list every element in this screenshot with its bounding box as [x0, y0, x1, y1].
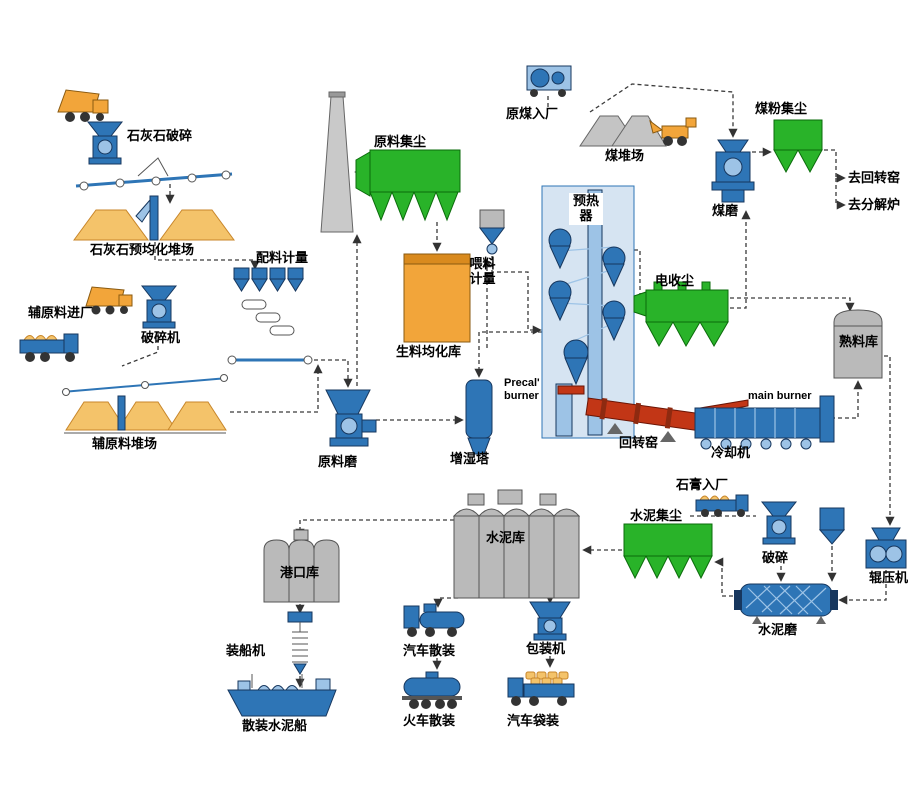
label-feed-metering: 喂料计量	[469, 256, 496, 286]
label-rotary-kiln: 回转窑	[619, 435, 659, 450]
label-batching-metering: 配料计量	[256, 250, 309, 265]
label-coal-mill: 煤磨	[712, 203, 739, 218]
label-bulk-cement-ship: 散装水泥船	[242, 718, 308, 733]
surge-bin	[818, 507, 846, 545]
cement-silo-group	[452, 489, 581, 599]
coal-mill	[711, 139, 755, 203]
limestone-crusher	[86, 121, 124, 165]
coal-unloader	[526, 65, 572, 97]
label-coal-yard: 煤堆场	[605, 148, 645, 163]
coal-dust-collector	[773, 119, 823, 174]
label-port-silo: 港口库	[280, 565, 320, 580]
label-cooler: 冷却机	[711, 445, 751, 460]
label-limestone-crushing: 石灰石破碎	[127, 128, 193, 143]
batching-station	[227, 267, 313, 365]
bag-truck	[507, 671, 575, 706]
aux-crusher	[140, 285, 178, 329]
label-aux-material-yard: 辅原料堆场	[92, 436, 158, 451]
label-cement-dust-collector: 水泥集尘	[630, 508, 683, 523]
cement-dust-collector	[623, 523, 713, 580]
label-train-bulk-loading: 火车散装	[403, 713, 456, 728]
raw-mill	[325, 389, 377, 447]
label-truck-bulk-loading: 汽车散装	[403, 643, 456, 658]
limestone-dump-truck	[57, 89, 109, 122]
flow-lines	[121, 83, 895, 688]
aux-stockyard	[61, 374, 229, 434]
label-crusher-machine: 破碎机	[141, 330, 181, 345]
gypsum-truck	[695, 494, 749, 517]
bulk-tanker-truck	[403, 603, 465, 637]
label-raw-meal-homogenizing-silo: 生料均化库	[396, 344, 462, 359]
label-raw-mill: 原料磨	[318, 454, 358, 469]
aux-material-truck-blue	[19, 333, 79, 362]
coal-wheel-loader	[649, 117, 697, 146]
label-precal-burner: Precal' burner	[504, 377, 540, 402]
label-clinker-silo: 熟料库	[839, 334, 879, 349]
label-cement-silo: 水泥库	[486, 530, 526, 545]
raw-meal-silo	[403, 253, 471, 343]
humidifier-tower	[465, 379, 493, 455]
port-silo-group	[263, 529, 340, 603]
aux-material-truck-orange	[85, 286, 133, 315]
gypsum-crusher	[760, 501, 798, 545]
clinker-silo	[833, 309, 883, 379]
bulk-train-wagon	[402, 671, 462, 709]
rotary-kiln	[585, 397, 700, 442]
electrostatic-precipitator	[633, 281, 729, 348]
label-main-burner: main burner	[748, 390, 812, 402]
label-raw-coal-inbound: 原煤入厂	[506, 106, 559, 121]
label-aux-material-inbound: 辅原料进厂	[28, 305, 94, 320]
roller-press	[865, 527, 907, 569]
label-limestone-preblending-yard: 石灰石预均化堆场	[90, 242, 195, 257]
clinker-cooler	[694, 395, 835, 450]
label-to-rotary-kiln: 去回转窑	[848, 170, 901, 185]
label-roller-press: 辊压机	[869, 570, 909, 585]
ship-loader	[287, 611, 313, 675]
cement-mill	[734, 583, 838, 624]
label-preheater: 预热器	[569, 193, 603, 225]
chimney	[320, 91, 354, 233]
label-coal-dust-collector: 煤粉集尘	[755, 101, 808, 116]
label-to-calciner: 去分解炉	[848, 197, 901, 212]
limestone-stockyard	[73, 195, 235, 241]
label-raw-material-dust-collector: 原料集尘	[374, 134, 427, 149]
label-humidifying-tower: 增湿塔	[450, 451, 490, 466]
label-packing-machine: 包装机	[526, 641, 566, 656]
feed-bin	[479, 209, 505, 255]
label-truck-bag-loading: 汽车袋装	[507, 713, 560, 728]
label-esp: 电收尘	[655, 273, 695, 288]
preheater-tower	[541, 185, 635, 439]
bulk-cement-ship	[227, 674, 337, 717]
limestone-conveyor	[75, 157, 233, 191]
packing-machine	[529, 601, 571, 641]
label-gypsum-inbound: 石膏入厂	[676, 477, 729, 492]
label-cement-mill: 水泥磨	[758, 622, 798, 637]
precalciner-burner-nozzle	[557, 385, 585, 395]
label-crushing: 破碎	[762, 550, 789, 565]
raw-mill-dust-collector	[355, 149, 461, 222]
label-ship-loader: 装船机	[226, 643, 266, 658]
